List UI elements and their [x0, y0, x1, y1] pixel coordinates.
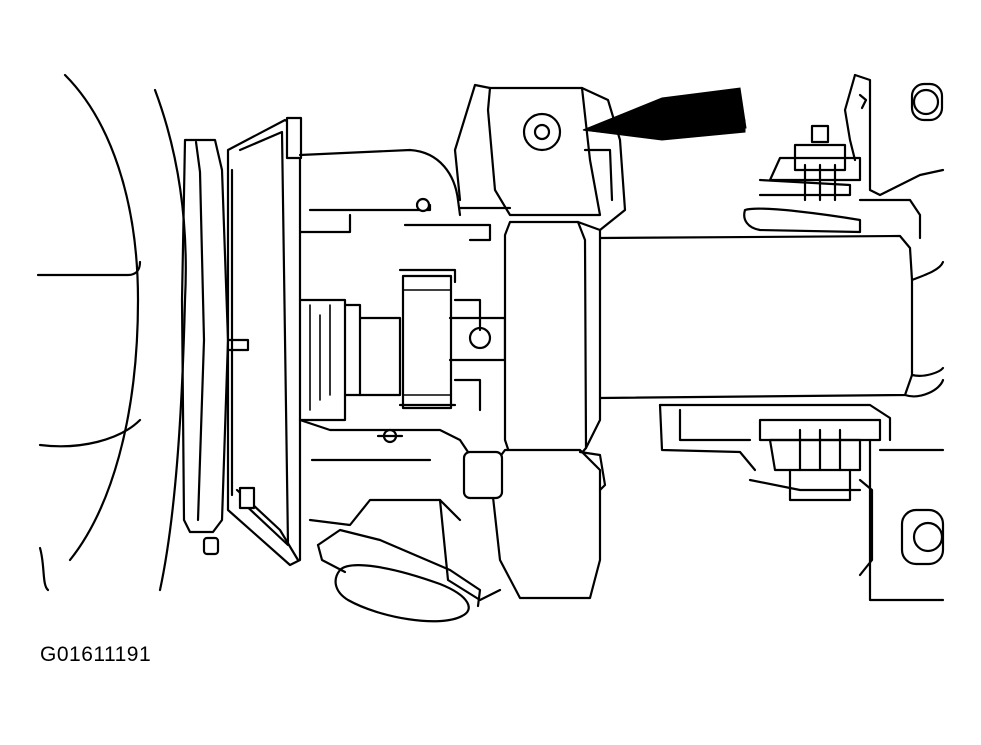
figure-id-label: G01611191	[40, 643, 152, 666]
upper-linkage	[743, 124, 922, 240]
key-cylinder	[316, 528, 482, 623]
lower-linkage	[658, 403, 892, 502]
upper-shroud	[298, 148, 512, 242]
combination-switch-housing	[226, 116, 303, 567]
lower-clamp	[438, 448, 607, 602]
lower-shroud	[298, 418, 482, 527]
lower-right-frame	[858, 378, 945, 602]
mounting-bracket	[453, 83, 627, 232]
mounting-bolt	[522, 112, 562, 152]
column-bracket	[503, 220, 602, 457]
wheel-hub-plate	[180, 138, 250, 556]
callout-arrow	[582, 87, 747, 141]
right-frame	[843, 73, 945, 197]
switch-assembly	[298, 268, 507, 422]
column-tube	[598, 234, 945, 400]
steering-wheel	[36, 73, 187, 592]
